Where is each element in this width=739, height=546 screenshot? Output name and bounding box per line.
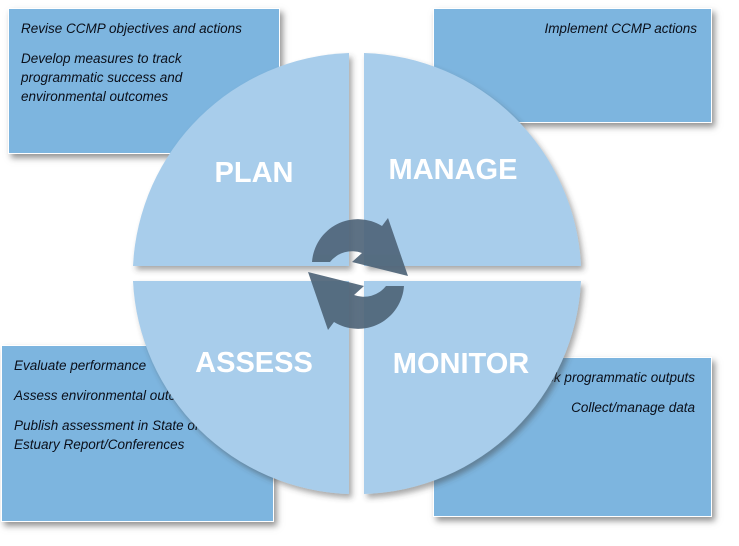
manage-note-item-1: Implement CCMP actions: [544, 21, 697, 36]
monitor-note-item-2: Collect/manage data: [571, 400, 695, 415]
assess-note-item-3: Publish assessment in State of the Estua…: [14, 418, 222, 452]
monitor-note-item-1: Track programmatic outputs: [527, 370, 695, 385]
plan-note-box: Revise CCMP objectives and actions Devel…: [8, 8, 280, 154]
assess-note-item-2: Assess environmental outcomes: [14, 388, 209, 403]
assess-note-item-1: Evaluate performance: [14, 358, 147, 373]
manage-label: MANAGE: [389, 154, 518, 186]
cycle-circle: [133, 53, 581, 494]
plan-note-item-2: Develop measures to track programmatic s…: [21, 51, 183, 104]
cycle-arrows-icon: [308, 218, 408, 330]
assess-label: ASSESS: [195, 347, 313, 379]
plan-quadrant: [133, 53, 349, 266]
monitor-quadrant: [364, 281, 581, 494]
plan-note-item-1: Revise CCMP objectives and actions: [21, 21, 242, 36]
assess-quadrant: [133, 281, 349, 494]
monitor-label: MONITOR: [393, 348, 529, 380]
plan-label: PLAN: [215, 157, 294, 189]
manage-quadrant: [364, 53, 581, 266]
